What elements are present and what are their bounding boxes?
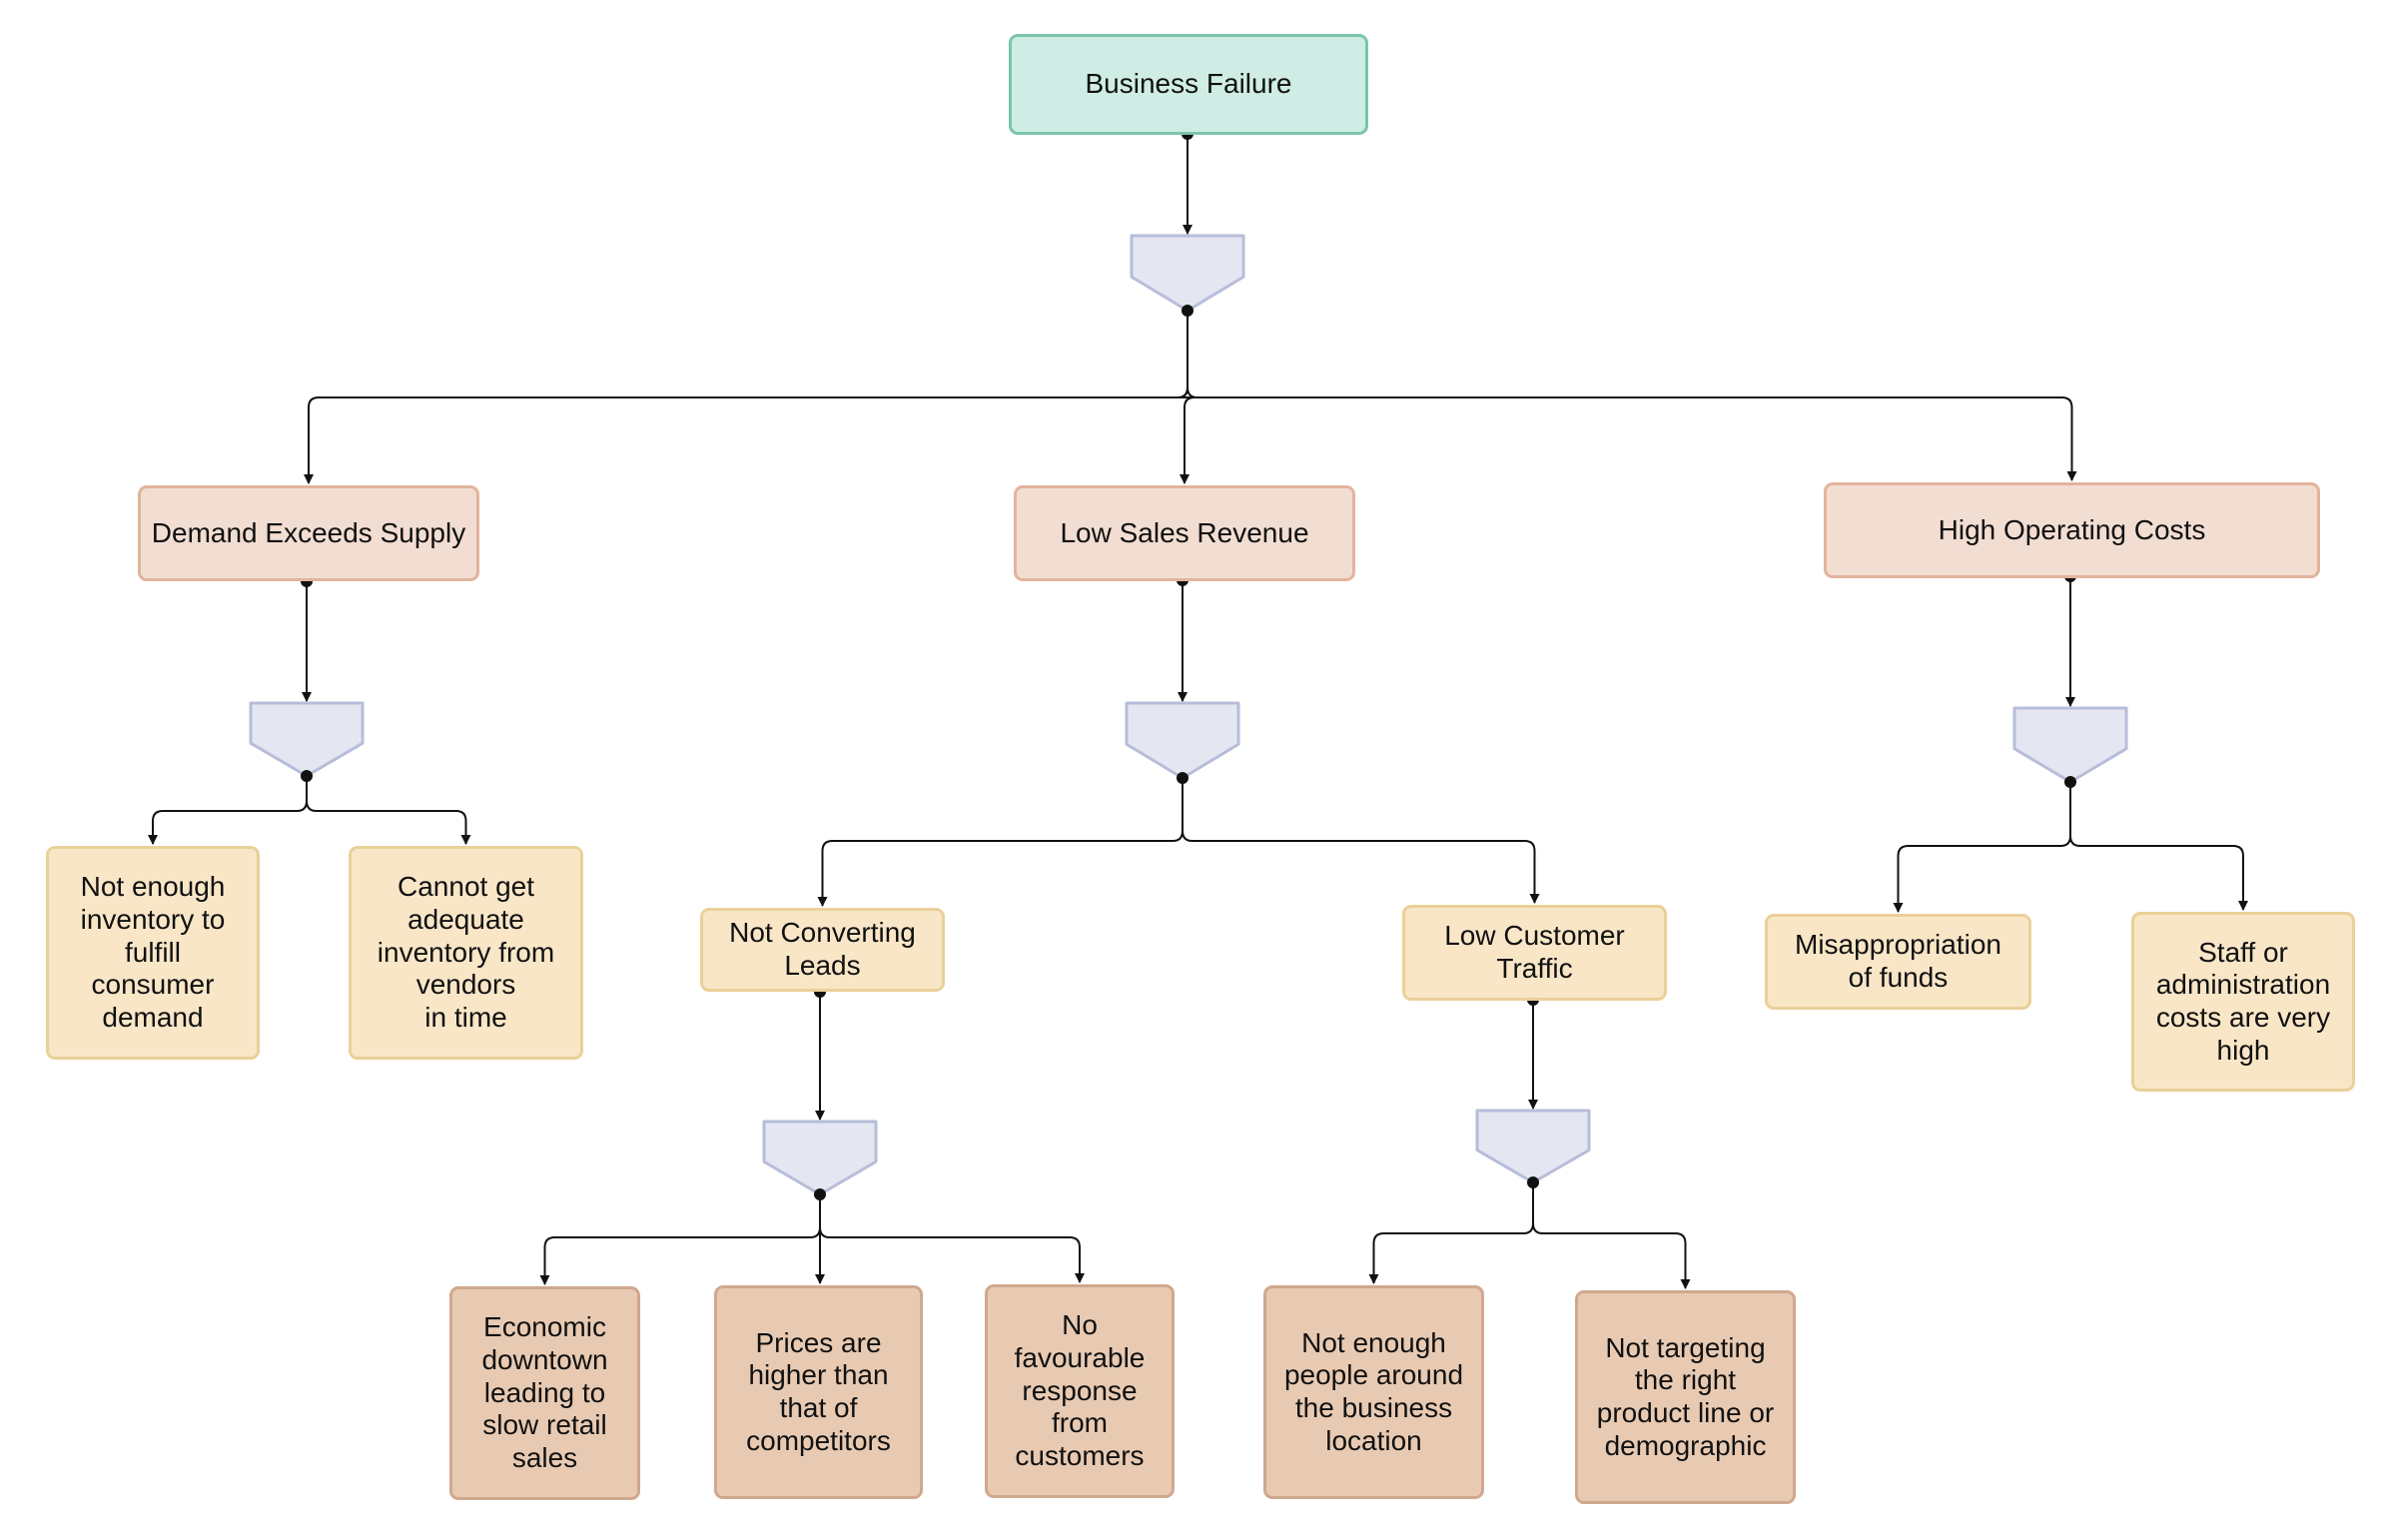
- connector-business-failure-to-low-sales-revenue: [1177, 311, 1195, 484]
- node-not-targeting-right-product[interactable]: Not targeting the right product line or …: [1575, 1290, 1796, 1504]
- connector-not-converting-leads-to-no-favourable-response: [819, 1194, 1085, 1283]
- gate-not-converting-leads: [762, 1120, 878, 1196]
- node-no-favourable-response[interactable]: No favourable response from customers: [985, 1284, 1175, 1498]
- gate-demand-exceeds-supply: [249, 701, 365, 778]
- node-low-customer-traffic[interactable]: Low Customer Traffic: [1402, 905, 1667, 1001]
- connector-low-customer-traffic-to-not-enough-people: [1368, 1182, 1534, 1284]
- connector-business-failure-to-high-operating-costs: [1187, 311, 2077, 481]
- connector-high-operating-costs-to-staff-costs: [2069, 782, 2248, 911]
- connector-demand-exceeds-supply-to-cannot-get-inventory: [306, 776, 471, 845]
- node-not-enough-people[interactable]: Not enough people around the business lo…: [1263, 1285, 1484, 1499]
- node-business-failure[interactable]: Business Failure: [1009, 34, 1368, 135]
- gate-business-failure: [1130, 234, 1245, 313]
- gate-low-sales-revenue: [1125, 701, 1240, 780]
- node-staff-administration-costs[interactable]: Staff or administration costs are very h…: [2131, 912, 2355, 1092]
- gate-high-operating-costs: [2012, 706, 2128, 784]
- connector-low-sales-revenue-to-not-converting-leads: [817, 778, 1184, 907]
- connector-business-failure-to-demand-exceeds-supply: [304, 311, 1189, 484]
- node-cannot-get-inventory[interactable]: Cannot get adequate inventory from vendo…: [349, 846, 583, 1060]
- node-not-converting-leads[interactable]: Not Converting Leads: [700, 908, 945, 992]
- connector-high-operating-costs-to-misappropriation: [1893, 782, 2071, 913]
- connector-not-converting-leads-to-economic-downtown: [539, 1194, 821, 1285]
- node-high-operating-costs[interactable]: High Operating Costs: [1824, 482, 2320, 578]
- node-not-enough-inventory[interactable]: Not enough inventory to fulfill consumer…: [46, 846, 260, 1060]
- node-prices-higher[interactable]: Prices are higher than that of competito…: [714, 1285, 923, 1499]
- node-demand-exceeds-supply[interactable]: Demand Exceeds Supply: [138, 485, 479, 581]
- node-low-sales-revenue[interactable]: Low Sales Revenue: [1014, 485, 1355, 581]
- gate-low-customer-traffic: [1475, 1109, 1591, 1184]
- node-misappropriation-of-funds[interactable]: Misappropriation of funds: [1765, 914, 2031, 1010]
- connector-demand-exceeds-supply-to-not-enough-inventory: [148, 776, 308, 845]
- connector-low-sales-revenue-to-low-customer-traffic: [1182, 778, 1540, 904]
- node-economic-downtown[interactable]: Economic downtown leading to slow retail…: [449, 1286, 640, 1500]
- connector-low-customer-traffic-to-not-targeting: [1532, 1182, 1691, 1289]
